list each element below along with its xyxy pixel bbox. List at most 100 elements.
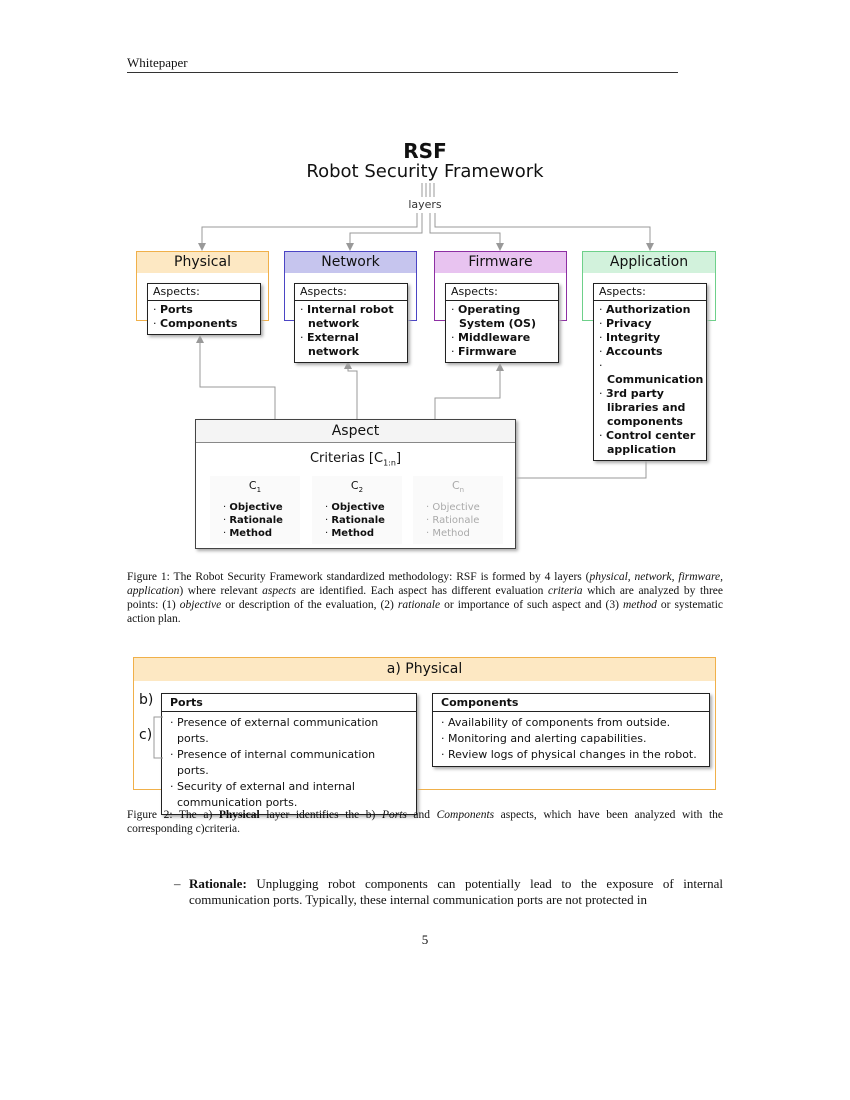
- components-title: Components: [433, 694, 709, 712]
- aspects-label: Aspects:: [446, 284, 558, 301]
- criteria-item: Method: [325, 527, 402, 540]
- aspect-criteria-box: Aspect Criterias [C1:n] C1 Objective Rat…: [195, 419, 516, 549]
- aspect-item: Internal robot network: [300, 303, 402, 331]
- aspect-item: Ports: [153, 303, 255, 317]
- aspects-box-network: Aspects: Internal robot network External…: [294, 283, 408, 363]
- label-b: b): [139, 692, 154, 708]
- running-header: Whitepaper: [127, 55, 678, 73]
- page-number: 5: [421, 932, 429, 947]
- rationale-label: Rationale:: [189, 876, 247, 891]
- criterias-subscript: 1:n: [383, 458, 396, 468]
- layer-firmware-header: Firmware: [435, 252, 566, 273]
- aspect-box-title: Aspect: [196, 420, 515, 443]
- criteria-name: C2: [312, 479, 402, 497]
- aspects-box-physical: Aspects: Ports Components: [147, 283, 261, 335]
- aspect-item: Accounts: [599, 345, 701, 359]
- aspect-item: Communication: [599, 359, 703, 387]
- criteria-item: Objective: [426, 501, 503, 514]
- criteria-sub: 2: [358, 486, 364, 495]
- caption-text: or description of the evaluation, (2): [221, 599, 398, 611]
- criteria-item: Rationale: [426, 514, 503, 527]
- components-item: Review logs of physical changes in the r…: [441, 747, 701, 763]
- aspect-item: Firmware: [451, 345, 553, 359]
- figure-1-subtitle: Robot Security Framework: [306, 161, 544, 182]
- criteria-letter: C: [451, 479, 460, 492]
- caption-emph: method: [622, 599, 657, 611]
- criteria-box-2: C2 Objective Rationale Method: [312, 476, 402, 544]
- aspect-item: Middleware: [451, 331, 553, 345]
- criterias-label: Criterias [C1:n]: [309, 451, 402, 468]
- caption-label: Figure 1:: [127, 571, 170, 583]
- bullet-dash: –: [174, 876, 181, 891]
- ports-box: Ports Presence of external communication…: [161, 693, 417, 815]
- criteria-sub: n: [459, 486, 465, 495]
- ports-item: Presence of external communication ports…: [170, 715, 408, 747]
- header-prefix: a): [386, 661, 401, 677]
- criteria-item: Objective: [325, 501, 402, 514]
- layer-physical-header: Physical: [137, 252, 268, 273]
- layers-label: layers: [408, 198, 442, 211]
- aspect-item: Components: [153, 317, 255, 331]
- criteria-box-n: Cn Objective Rationale Method: [413, 476, 503, 544]
- caption-text: layer identifies the b): [259, 809, 382, 821]
- caption-label: Figure 2:: [127, 809, 173, 821]
- components-item: Monitoring and alerting capabilities.: [441, 731, 701, 747]
- components-box: Components Availability of components fr…: [432, 693, 710, 767]
- caption-text: and: [406, 809, 437, 821]
- layer-application-header: Application: [583, 252, 715, 273]
- criterias-text: Criterias: [309, 451, 365, 466]
- label-c: c): [139, 727, 153, 743]
- header-text: Whitepaper: [127, 55, 188, 70]
- criteria-bracket: [153, 716, 163, 759]
- caption-bold: Physical: [218, 809, 260, 821]
- aspect-item: 3rd party libraries and components: [599, 387, 701, 429]
- caption-text: ) where relevant: [179, 585, 263, 597]
- aspect-item: Integrity: [599, 331, 701, 345]
- caption-text: are identified. Each aspect has differen…: [295, 585, 549, 597]
- caption-text: or importance of such aspect and (3): [440, 599, 623, 611]
- header-title: Physical: [405, 661, 463, 677]
- rationale-text: Unplugging robot components can potentia…: [189, 876, 723, 907]
- criteria-letter: C: [248, 479, 257, 492]
- caption-emph: rationale: [397, 599, 441, 611]
- aspect-item: External network: [300, 331, 402, 359]
- aspects-label: Aspects:: [148, 284, 260, 301]
- criteria-name: C1: [210, 479, 300, 497]
- aspect-item: Authorization: [599, 303, 701, 317]
- figure-1: RSF Robot Security Framework layers Phys…: [130, 135, 720, 555]
- criteria-item: Objective: [223, 501, 300, 514]
- criteria-sub: 1: [256, 486, 262, 495]
- caption-text: The Robot Security Framework standardize…: [169, 571, 590, 583]
- caption-emph: physical, network, firmware, application: [127, 571, 723, 597]
- criteria-item: Rationale: [223, 514, 300, 527]
- criteria-letter: C: [350, 479, 359, 492]
- criteria-name: Cn: [413, 479, 503, 497]
- aspects-label: Aspects:: [295, 284, 407, 301]
- caption-text: aspects, which have been analyzed with t…: [127, 809, 724, 835]
- components-item: Availability of components from outside.: [441, 715, 701, 731]
- aspects-box-firmware: Aspects: Operating System (OS) Middlewar…: [445, 283, 559, 363]
- caption-text: or systematic action plan.: [127, 599, 723, 625]
- criteria-item: Method: [426, 527, 503, 540]
- criteria-item: Rationale: [325, 514, 402, 527]
- ports-title: Ports: [162, 694, 416, 712]
- ports-item: Presence of internal communication ports…: [170, 747, 408, 779]
- caption-emph: aspects: [262, 585, 296, 597]
- figure-2-header: a) Physical: [134, 658, 715, 681]
- criteria-item: Method: [223, 527, 300, 540]
- aspect-item: Privacy: [599, 317, 701, 331]
- figure-1-title: RSF: [403, 139, 447, 163]
- caption-emph: objective: [179, 599, 222, 611]
- aspect-item: Operating System (OS): [451, 303, 553, 331]
- aspect-item: Control center application: [599, 429, 701, 457]
- caption-emph: criteria: [548, 585, 583, 597]
- figure-1-caption: Figure 1: The Robot Security Framework s…: [127, 570, 723, 626]
- figure-2-caption: Figure 2: The a) Physical layer identifi…: [127, 808, 723, 836]
- layer-network-header: Network: [285, 252, 416, 273]
- caption-text: which are analyzed by three points: (1): [127, 585, 723, 611]
- caption-emph: Ports: [381, 809, 407, 821]
- ports-item: Security of external and internal commun…: [170, 779, 408, 811]
- layer-firmware: Firmware: [434, 251, 567, 321]
- aspects-box-application: Aspects: Authorization Privacy Integrity…: [593, 283, 707, 461]
- aspects-label: Aspects:: [594, 284, 706, 301]
